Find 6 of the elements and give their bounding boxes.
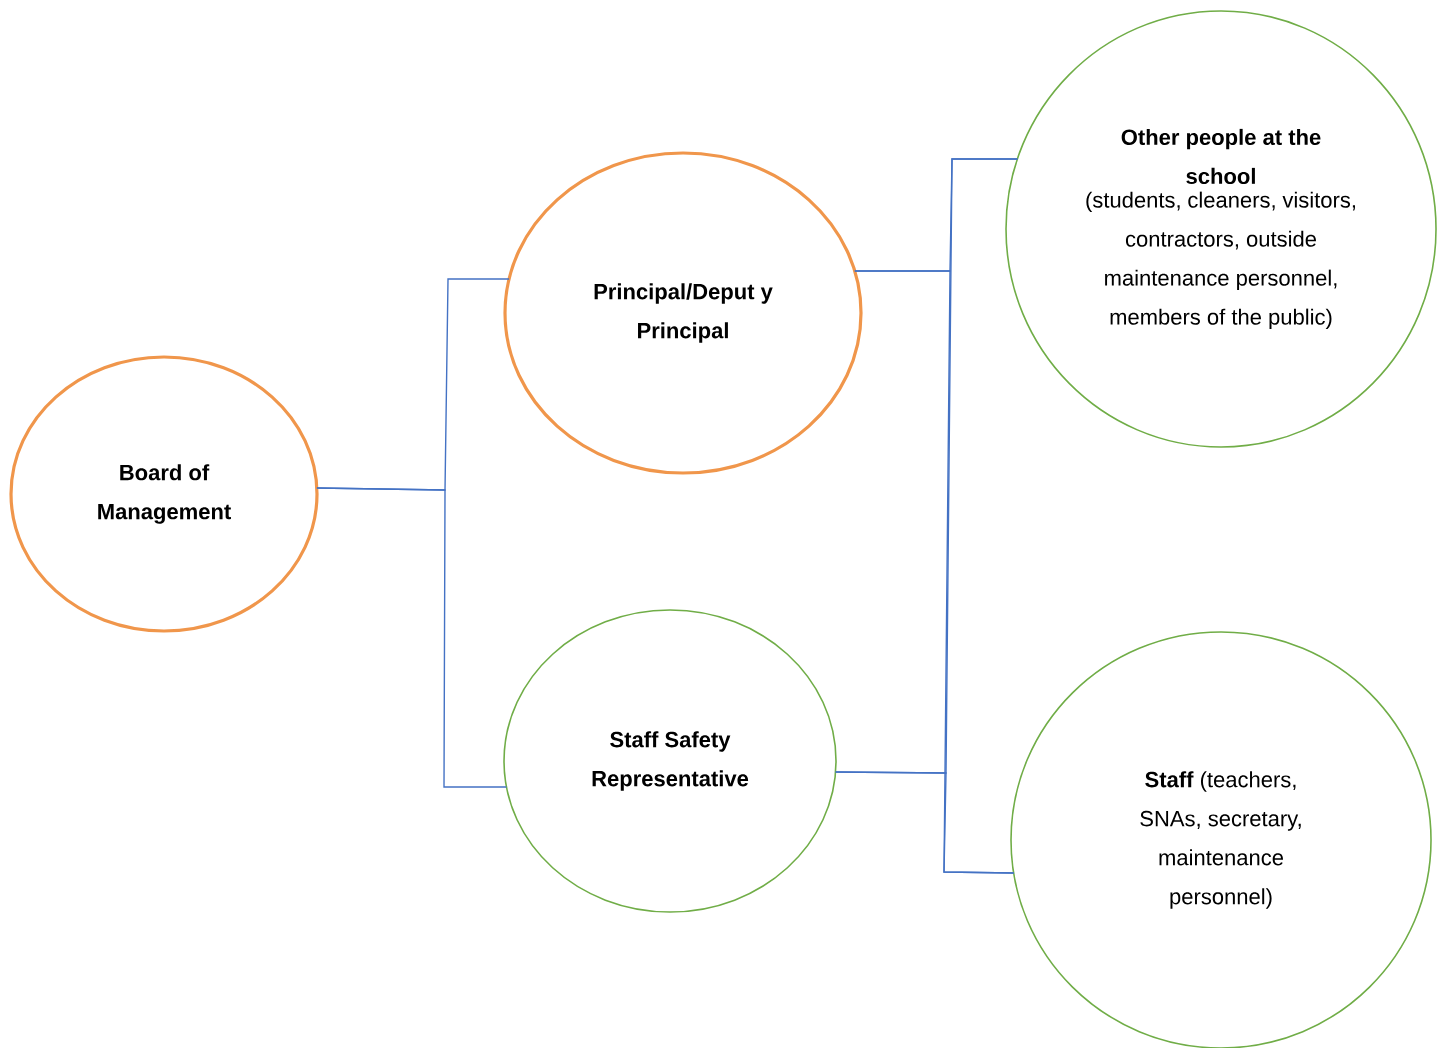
connector-line — [834, 771, 1015, 874]
ellipse-node: Principal/Deput y Principal — [503, 151, 863, 475]
connector-line — [316, 487, 508, 788]
ellipse-node: Board of Management — [9, 355, 319, 633]
ellipse-node: Staff Safety Representative — [503, 609, 837, 913]
ellipse-node: Other people at the school (students, cleaners, visitors, contractors, outside maintenance personnel, members of the public) — [1005, 10, 1437, 448]
